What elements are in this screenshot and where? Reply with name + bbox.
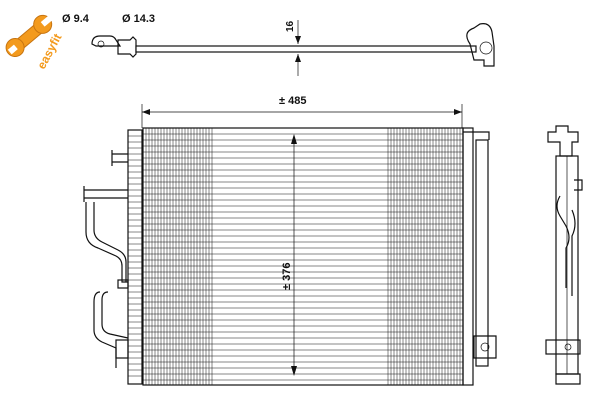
width-dimension: ± 485 (141, 95, 463, 128)
mounting-bar: 16 (91, 20, 495, 76)
wrench-icon (5, 14, 53, 58)
fin-block-right (387, 128, 461, 385)
width-value: ± 485 (279, 95, 306, 107)
left-header-ticks (128, 135, 142, 377)
fin-block-left (145, 128, 213, 385)
condenser-core: ± 376 (83, 127, 497, 386)
height-value: ± 376 (281, 263, 293, 290)
easyfit-badge: easyfit (5, 14, 65, 71)
easyfit-label: easyfit (34, 31, 64, 71)
cooling-tubes (143, 133, 463, 381)
bar-gap-dimension: 16 (285, 20, 296, 32)
small-pipe-diameter: Ø 9.4 (62, 13, 90, 25)
large-pipe-diameter: Ø 14.3 (122, 13, 155, 25)
side-view (545, 125, 583, 385)
